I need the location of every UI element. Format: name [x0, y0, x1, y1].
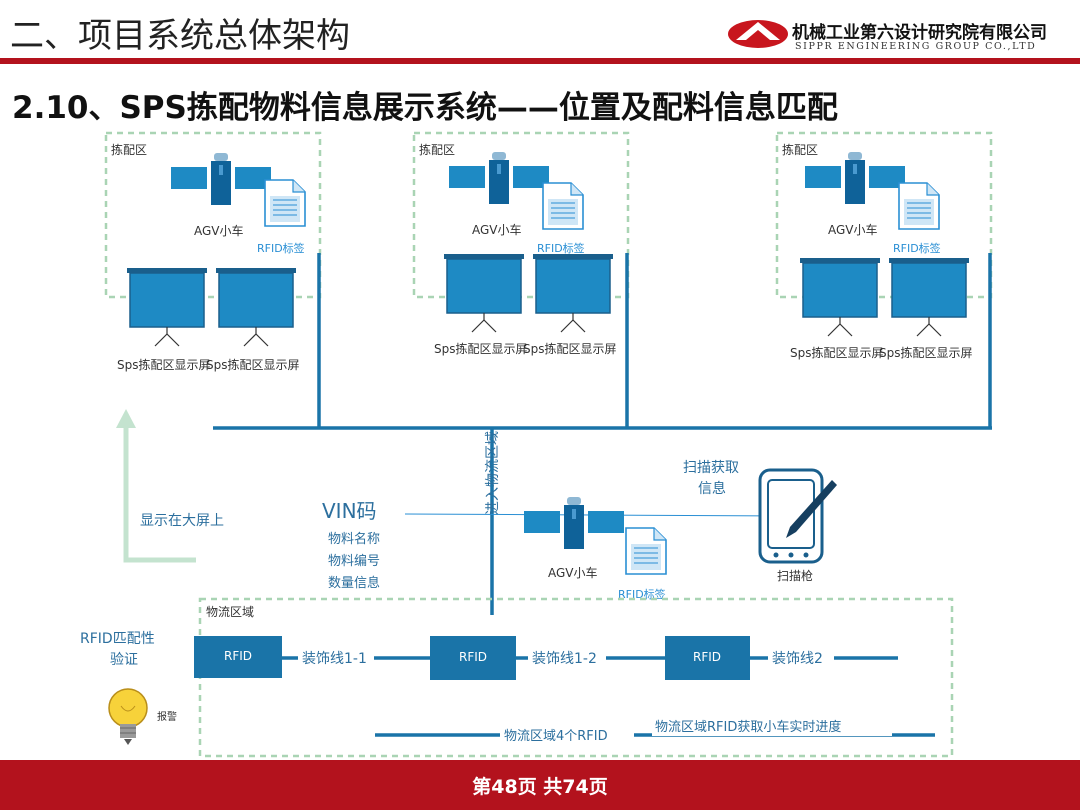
line-label: 装饰线2 — [772, 651, 823, 667]
picking-zone-2: 拣配区 AGV小车 RFID标签 Sps拣配区显示屏 Sps拣配区显示屏 — [412, 131, 630, 356]
rfid-reader: RFID — [194, 636, 282, 678]
screen-label: Sps拣配区显示屏 — [117, 357, 211, 372]
area-rfid-count-bg — [500, 724, 634, 744]
agv-icon — [524, 497, 624, 549]
scanner-icon — [758, 468, 837, 564]
area-progress-bg — [652, 716, 892, 736]
vin-label: VIN码 — [322, 499, 377, 523]
display-screen-icon — [443, 253, 525, 333]
network-backbone — [213, 253, 992, 615]
picking-zone-3: 拣配区 AGV小车 RFID标签 Sps拣配区显示屏 Sps拣配区显示屏 — [775, 131, 993, 360]
screen-label: Sps拣配区显示屏 — [434, 341, 528, 356]
rfid-tag-icon — [264, 179, 306, 227]
rfid-verify-label: 验证 — [110, 652, 138, 668]
agv-icon — [805, 152, 905, 204]
slide-title: 2.10、SPS拣配物料信息展示系统——位置及配料信息匹配 — [12, 90, 838, 126]
zone-label: 拣配区 — [419, 142, 455, 157]
show-on-screen-arrow — [116, 409, 196, 563]
agv-icon — [171, 153, 271, 205]
vin-info-line: 物料编号 — [328, 554, 380, 569]
alarm-lightbulb-icon — [108, 688, 148, 745]
zone-label: 拣配区 — [111, 142, 147, 157]
enter-logistics-label: 进入物流区域 — [485, 431, 501, 515]
alarm-label: 报警 — [157, 710, 177, 723]
agv-icon — [449, 152, 549, 204]
display-screen-icon — [215, 267, 297, 347]
picking-zone-1: 拣配区 AGV小车 RFID标签 Sps拣配区显示屏 Sps拣配区显示屏 — [104, 131, 322, 372]
screen-label: Sps拣配区显示屏 — [879, 345, 973, 360]
header-divider — [0, 58, 1080, 64]
rfid-tag-label: RFID标签 — [893, 241, 941, 255]
rfid-verify-label: RFID匹配性 — [80, 631, 155, 647]
scan-info-line: 扫描获取 — [683, 460, 739, 476]
rfid-tag-label: RFID标签 — [618, 587, 666, 601]
company-name: 机械工业第六设计研究院有限公司 — [792, 23, 1047, 43]
vin-info-line: 物料名称 — [328, 531, 380, 547]
rfid-tag-icon — [625, 527, 667, 575]
line-label-bg — [298, 646, 374, 668]
company-name-en: SIPPR ENGINEERING GROUP CO.,LTD — [795, 41, 1037, 52]
logistics-area-label: 物流区域 — [206, 605, 254, 619]
scan-info-line: 信息 — [698, 480, 726, 497]
rfid-reader-label: RFID — [224, 649, 252, 663]
area-progress-label: 物流区域RFID获取小车实时进度 — [655, 719, 841, 735]
agv-label: AGV小车 — [548, 565, 598, 580]
display-screen-icon — [126, 267, 208, 347]
display-screen-icon — [799, 257, 881, 337]
rfid-reader: RFID — [430, 636, 516, 680]
screen-label: Sps拣配区显示屏 — [790, 345, 884, 360]
footer-bar — [0, 760, 1080, 810]
architecture-diagram: 拣配区 AGV小车 RFID标签 Sps拣配区显示屏 Sps拣配区显示屏 拣配区… — [80, 131, 993, 758]
agv-label: AGV小车 — [472, 222, 522, 237]
line-label-bg — [528, 646, 606, 668]
scanner-label: 扫描枪 — [777, 568, 813, 583]
display-screen-icon — [532, 253, 614, 333]
section-title: 二、项目系统总体架构 — [10, 16, 350, 56]
line-label: 装饰线1-1 — [302, 651, 367, 667]
show-on-screen-label: 显示在大屏上 — [140, 513, 224, 529]
screen-label: Sps拣配区显示屏 — [206, 357, 300, 372]
rfid-tag-label: RFID标签 — [257, 241, 305, 255]
rfid-reader: RFID — [665, 636, 750, 680]
vin-info-line: 数量信息 — [328, 575, 380, 591]
page-number: 第48页 共74页 — [472, 776, 608, 798]
rfid-tag-icon — [898, 182, 940, 230]
line-label: 装饰线1-2 — [532, 651, 597, 667]
rfid-tag-icon — [542, 182, 584, 230]
rfid-reader-label: RFID — [693, 650, 721, 664]
agv-label: AGV小车 — [194, 223, 244, 238]
rfid-tag-label: RFID标签 — [537, 241, 585, 255]
agv-label: AGV小车 — [828, 222, 878, 237]
area-rfid-count-label: 物流区域4个RFID — [504, 729, 608, 744]
rfid-reader-label: RFID — [459, 650, 487, 664]
display-screen-icon — [888, 257, 970, 337]
line-label-bg — [768, 646, 834, 668]
screen-label: Sps拣配区显示屏 — [523, 341, 617, 356]
company-logo — [728, 20, 788, 48]
zone-label: 拣配区 — [782, 142, 818, 157]
